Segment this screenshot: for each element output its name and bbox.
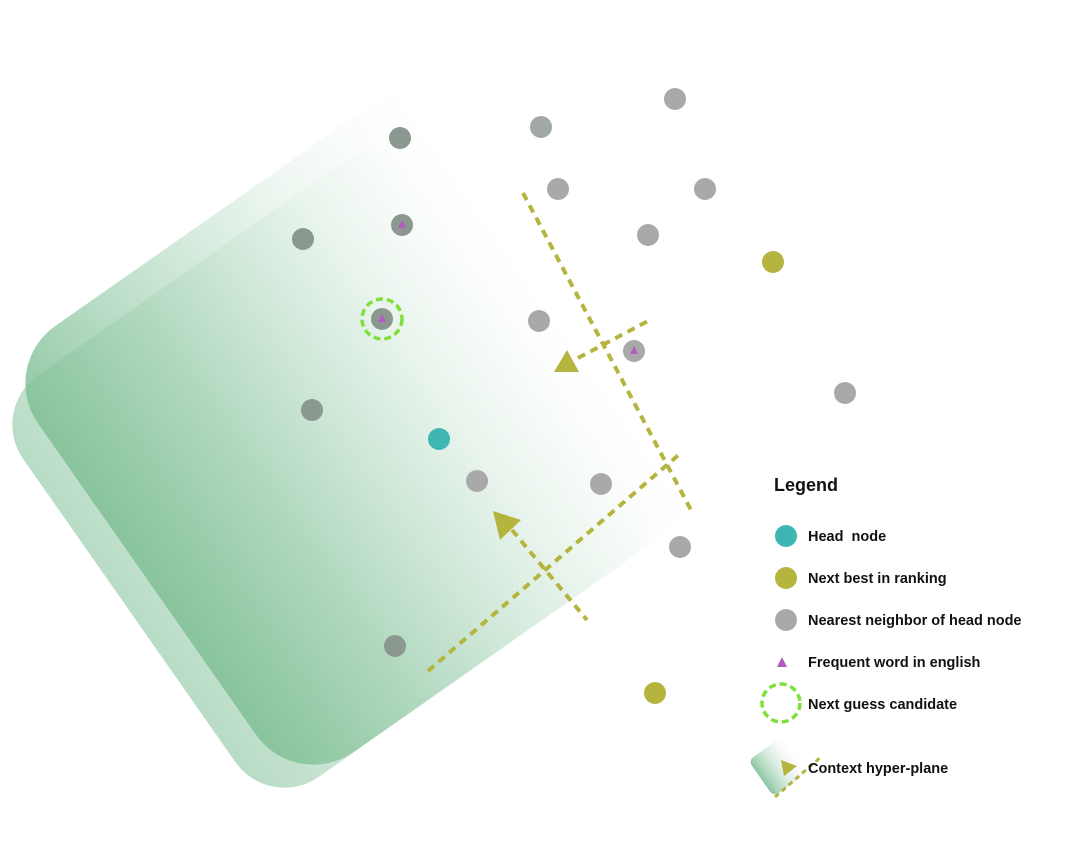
frequent-word-markers	[378, 220, 638, 354]
legend-hyperplane-swatch	[750, 737, 823, 799]
neighbor-node	[301, 399, 323, 421]
boundary-line-upper	[521, 192, 694, 513]
context-hyperplane-front	[25, 95, 695, 765]
legend-label-head-node: Head node	[808, 529, 886, 545]
neighbor-node	[590, 473, 612, 495]
neighbor-node	[466, 470, 488, 492]
neighbor-node	[834, 382, 856, 404]
neighbor-node	[389, 127, 411, 149]
direction-arrow-icon	[781, 760, 797, 776]
frequent-word-triangle-icon	[398, 220, 406, 228]
frequent-word-triangle-icon	[378, 314, 386, 322]
boundary-line-lower-normal	[510, 528, 589, 622]
neighbor-node	[669, 536, 691, 558]
legend-head-node-swatch	[775, 525, 797, 547]
next-best-node	[762, 251, 784, 273]
neighbor-node	[547, 178, 569, 200]
legend-label-frequent-word: Frequent word in english	[808, 655, 980, 671]
legend-candidate-ring-swatch	[760, 682, 802, 724]
neighbor-node	[530, 116, 552, 138]
legend-label-hyperplane: Context hyper-plane	[808, 761, 948, 777]
legend-neighbor-swatch	[775, 609, 797, 631]
next-guess-candidate-ring	[360, 297, 404, 341]
neighbor-node	[528, 310, 550, 332]
frequent-word-triangle-icon	[630, 346, 638, 354]
next-best-node	[644, 682, 666, 704]
neighbor-node	[664, 88, 686, 110]
neighbor-nodes	[292, 88, 856, 657]
direction-arrow-icon	[554, 350, 579, 372]
frequent-word-triangle-icon	[777, 657, 787, 667]
direction-arrow-icon	[493, 511, 521, 540]
legend-label-neighbor: Nearest neighbor of head node	[808, 613, 1022, 629]
hyperplane-boundaries	[426, 192, 694, 673]
legend-title: Legend	[774, 475, 838, 495]
head-node	[428, 428, 450, 450]
neighbor-node	[292, 228, 314, 250]
legend-label-next-best: Next best in ranking	[808, 571, 947, 587]
legend-label-candidate: Next guess candidate	[808, 697, 957, 713]
neighbor-node	[384, 635, 406, 657]
neighbor-node	[694, 178, 716, 200]
neighbor-node	[637, 224, 659, 246]
legend: Legend Head node Next best in ranking Ne…	[750, 475, 1022, 799]
legend-next-best-swatch	[775, 567, 797, 589]
